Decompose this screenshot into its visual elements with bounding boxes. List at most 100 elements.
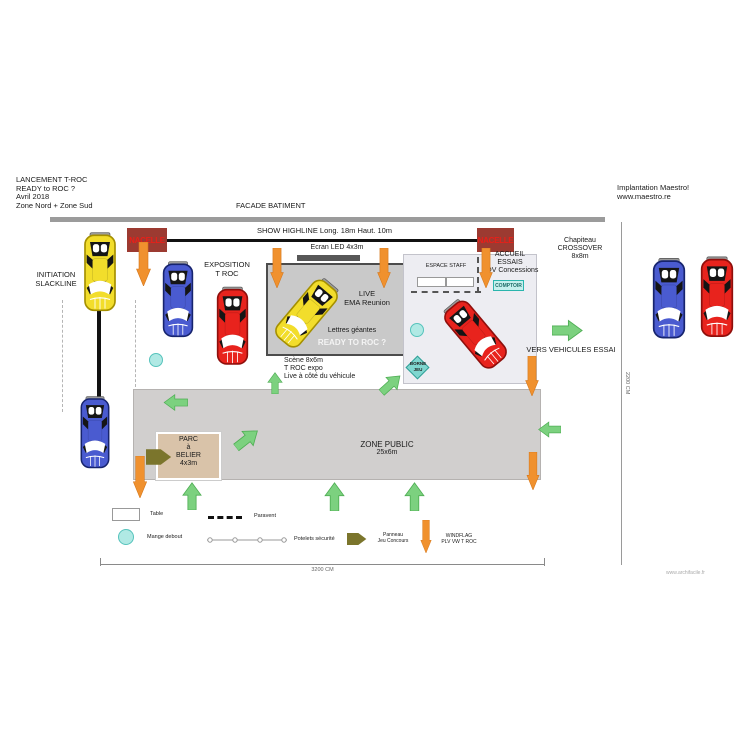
comptoir-box: COMPTOIR <box>493 280 524 291</box>
legend-table-label: Table <box>150 511 164 517</box>
panneau-arrow <box>146 446 172 468</box>
windflag-arrow <box>133 456 147 498</box>
zone-public-line: ZONE PUBLIC <box>360 440 414 449</box>
plan-subtitle: READY to ROC ? <box>16 183 76 193</box>
legend-windflag-label: WINDFLAG PLV VW T ROC <box>441 533 477 545</box>
flow-arrow-right <box>552 319 583 342</box>
initiation-label-block: INITIATION SLACKLINE <box>32 270 80 288</box>
accueil-line: ESSAIS <box>497 259 523 267</box>
facade-label: FACADE BATIMENT <box>236 201 306 210</box>
width-dimension-line <box>100 564 545 565</box>
potelets-line-right <box>135 300 136 392</box>
legend-mange-debout-label: Mange debout <box>147 534 183 540</box>
dimension-tick <box>544 558 545 566</box>
highline-label: SHOW HIGHLINE Long. 18m Haut. 10m <box>257 226 393 235</box>
plan-zones: Zone Nord + Zone Sud <box>16 200 93 210</box>
legend-windflag-swatch <box>420 520 432 553</box>
flow-arrow-up <box>324 482 345 511</box>
stage-live-block: LIVE EMA Reunion <box>336 289 398 307</box>
borne-jeu: BORNE JEU <box>404 355 432 381</box>
chapiteau-line: CROSSOVER <box>557 245 603 253</box>
stage-note-line: Live à côté du véhicule <box>284 373 356 381</box>
exposition-line: EXPOSITION <box>204 260 250 269</box>
flow-arrow-up <box>182 482 202 510</box>
windflag-arrow <box>525 356 539 396</box>
windflag-arrow <box>479 248 493 288</box>
staff-table <box>446 277 474 287</box>
stage-note-line: T ROC expo <box>284 365 323 373</box>
car-expo-blue <box>162 257 194 342</box>
legend-paravent-swatch <box>208 516 242 519</box>
plan-title: LANCEMENT T-ROC <box>16 175 88 184</box>
windflag-arrow <box>270 248 284 288</box>
flow-arrow-left <box>162 394 189 411</box>
accueil-line: RDV Concessions <box>481 267 539 275</box>
car-slackline-north-yellow <box>83 232 117 312</box>
flow-arrow-up <box>404 482 425 511</box>
maestro-url: www.maestro.re <box>617 191 671 201</box>
parc-line: à <box>186 444 191 452</box>
paravent-horizontal <box>411 291 481 293</box>
legend-panneau-swatch <box>347 528 367 550</box>
stage-ready-label: READY TO ROC ? <box>317 338 387 347</box>
parc-line: PARC <box>179 436 198 443</box>
initiation-line: SLACKLINE <box>35 278 77 288</box>
potelets-line-left <box>62 300 63 412</box>
zone-public-label-block: ZONE PUBLIC 25x6m <box>356 440 418 457</box>
parc-line: 4x3m <box>179 460 198 468</box>
highline-cable <box>145 239 495 242</box>
facade-wall-bar <box>50 217 605 222</box>
ecran-led-label: Ecran LED 4x3m <box>310 244 364 251</box>
stage-live-line: LIVE <box>358 289 376 298</box>
ecran-led-bar <box>297 255 360 261</box>
flow-arrow-up <box>267 372 283 394</box>
legend-potelets-label: Potelets sécurité <box>294 536 335 542</box>
vers-vehicules-label: VERS VEHICULES ESSAI <box>526 345 616 354</box>
archifacile-credit: www.archifacile.fr <box>666 570 705 576</box>
windflag-arrow <box>377 248 391 288</box>
zone-public-line: 25x6m <box>376 449 398 457</box>
legend-table-swatch <box>112 508 140 521</box>
stage-live-line: EMA Reunion <box>344 297 390 307</box>
parc-line: BELIER <box>176 452 201 460</box>
chapiteau-line: 8x8m <box>571 253 589 261</box>
staff-table <box>417 277 446 287</box>
plan-date: Avril 2018 <box>16 192 50 202</box>
windflag-arrow <box>136 242 151 286</box>
accueil-line: ACCUEIL <box>494 251 526 258</box>
borne-jeu-label: BORNE JEU <box>409 361 427 372</box>
flow-arrow-left <box>538 420 561 439</box>
windflag-arrow <box>526 452 540 490</box>
car-slackline-south-blue <box>77 396 113 469</box>
paravent-vertical <box>477 257 479 293</box>
espace-staff-label: ESPACE STAFF <box>425 263 467 269</box>
maestro-title: Implantation Maestro! <box>617 183 690 192</box>
accueil-label-block: ACCUEIL ESSAIS RDV Concessions <box>479 251 541 275</box>
mange-debout-dot <box>410 323 424 337</box>
car-crossover-blue <box>652 257 686 340</box>
legend-mange-debout-swatch <box>118 529 134 545</box>
chapiteau-label-block: Chapiteau CROSSOVER 8x8m <box>551 237 609 261</box>
nacelle-label: NACELLE <box>129 235 165 245</box>
exposition-label-block: EXPOSITION T ROC <box>197 260 257 278</box>
stage-note-block: Scène 8x6m T ROC expo Live à côté du véh… <box>284 357 355 381</box>
height-dimension-label: 2200 CM <box>624 372 630 395</box>
stage-note-line: Scène 8x6m <box>284 357 323 364</box>
nacelle-label: NACELLE <box>477 235 514 245</box>
legend-potelets-swatch <box>207 537 287 543</box>
stage-lettres-label: Lettres géantes <box>327 327 377 334</box>
legend-panneau-label: Panneau Jeu Concours <box>377 532 409 544</box>
maestro-credit-block: Implantation Maestro! www.maestro.re <box>617 183 690 201</box>
chapiteau-line: Chapiteau <box>564 237 596 244</box>
exposition-line: T ROC <box>215 268 239 278</box>
legend-paravent-label: Paravent <box>254 513 277 519</box>
car-expo-red <box>216 285 249 367</box>
dimension-tick <box>100 558 101 566</box>
slackline-cable <box>97 310 101 400</box>
plan-title-block: LANCEMENT T-ROC READY to ROC ? Avril 201… <box>16 175 93 211</box>
width-dimension-label: 3200 CM <box>311 567 334 573</box>
height-dimension-line <box>621 222 622 565</box>
initiation-line: INITIATION <box>36 270 76 279</box>
parc-belier-label-block: PARC à BELIER 4x3m <box>158 436 219 468</box>
